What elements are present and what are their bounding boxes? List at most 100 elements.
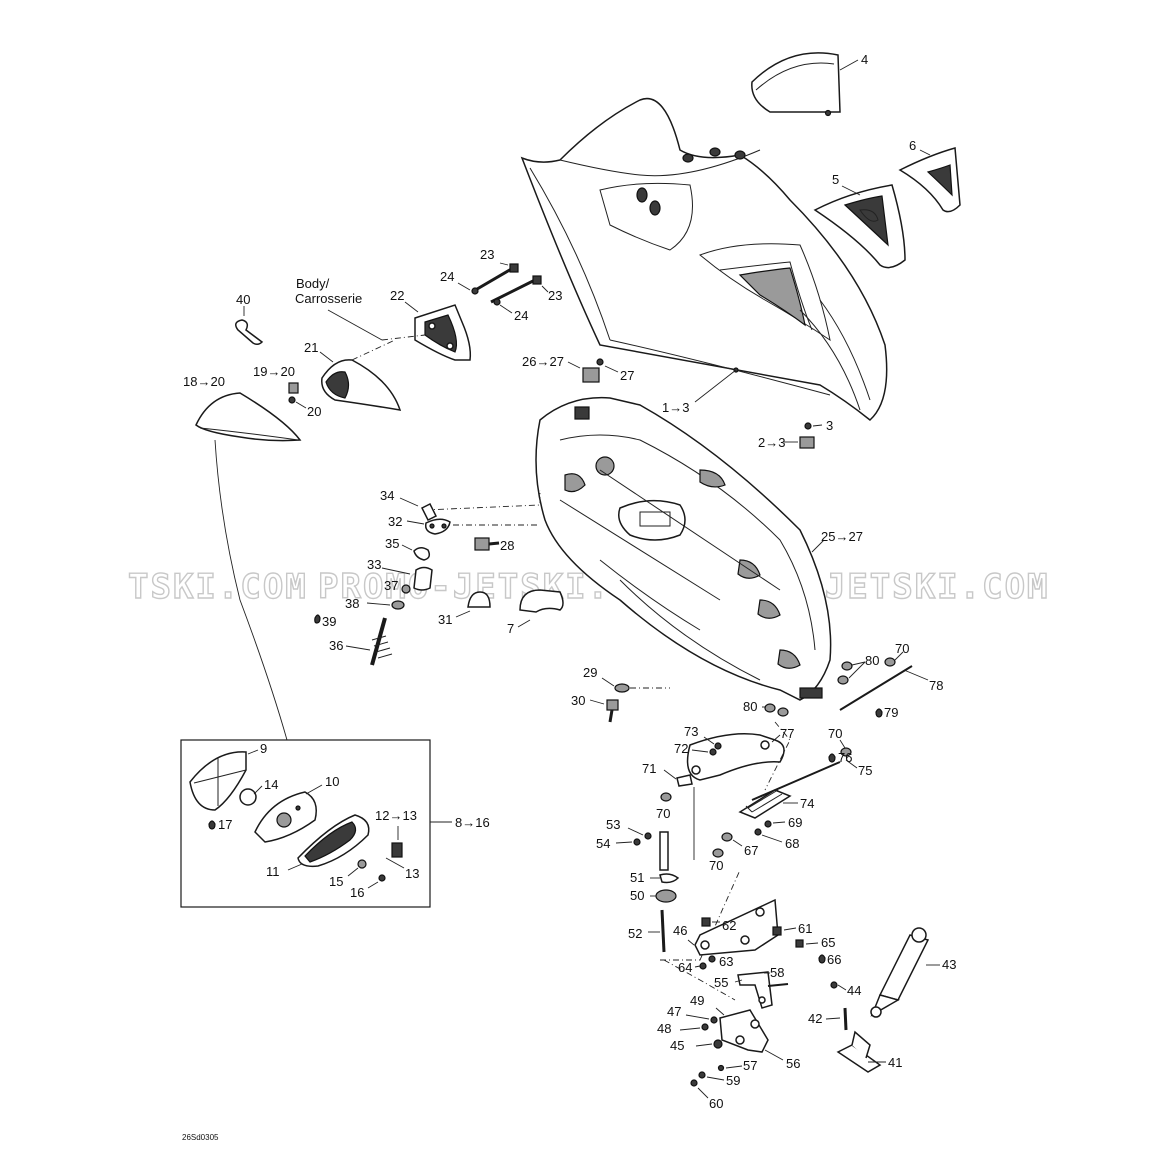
callout-70b: 70	[656, 806, 670, 821]
callout-61: 61	[798, 921, 812, 936]
storage-frame-25: 25→27	[535, 396, 863, 701]
callout-70c: 70	[828, 726, 842, 741]
body-label-line-2: Carrosserie	[295, 291, 362, 306]
callout-3: 3	[826, 418, 833, 433]
callout-35: 35	[385, 536, 399, 551]
callout-18-20: 18→20	[183, 374, 225, 389]
callout-41: 41	[888, 1055, 902, 1070]
callout-69: 69	[788, 815, 802, 830]
callout-80a: 80	[865, 653, 879, 668]
callout-21: 21	[304, 340, 318, 355]
callout-39: 39	[322, 614, 336, 629]
callout-70a: 70	[895, 641, 909, 656]
callout-37: 37	[384, 578, 398, 593]
callout-66: 66	[827, 952, 841, 967]
callout-51: 51	[630, 870, 644, 885]
callout-58: 58	[770, 965, 784, 980]
lower-bracket: 49 47 48 45 56 57 59 60	[657, 993, 800, 1111]
gas-spring: 43 44 42 41	[808, 927, 956, 1073]
body-label-line-1: Body/	[296, 276, 330, 291]
callout-2-3: 2→3	[758, 435, 785, 450]
callout-6: 6	[909, 138, 916, 153]
hinge-hardware: 70 78 80 80 79 77 73 72 71 70 70	[642, 641, 943, 873]
callout-33: 33	[367, 557, 381, 572]
callout-20: 20	[307, 404, 321, 419]
callout-42: 42	[808, 1011, 822, 1026]
callout-24a: 24	[440, 269, 454, 284]
callout-27: 27	[620, 368, 634, 383]
callout-67: 67	[744, 843, 758, 858]
clip-26-27: 26→27 27	[522, 354, 634, 383]
mirror-assembly-inset: 8→16 9 14 17 10 11 12→13 13 15 16	[180, 739, 490, 908]
callout-50: 50	[630, 888, 644, 903]
callout-8-16: 8→16	[455, 815, 490, 830]
callout-74: 74	[800, 796, 814, 811]
callout-11: 11	[266, 864, 280, 879]
callout-65: 65	[821, 935, 835, 950]
windshield-part: 4	[751, 52, 868, 117]
callout-57: 57	[743, 1058, 757, 1073]
callout-43: 43	[942, 957, 956, 972]
callout-14: 14	[264, 777, 278, 792]
clip-19-20: 19→20 20	[253, 364, 321, 419]
callout-30: 30	[571, 693, 585, 708]
callout-13: 13	[405, 866, 419, 881]
callout-1-3: 1→3	[662, 400, 689, 415]
callout-22: 22	[390, 288, 404, 303]
callout-59: 59	[726, 1073, 740, 1088]
callout-78: 78	[929, 678, 943, 693]
washer-bolt-29-30: 29 30	[571, 665, 670, 723]
callout-36: 36	[329, 638, 343, 653]
callout-28: 28	[500, 538, 514, 553]
trim-part-6: 6	[898, 138, 961, 213]
callout-23b: 23	[548, 288, 562, 303]
mirror-base-21: 21	[304, 339, 402, 411]
callout-64: 64	[678, 960, 692, 975]
watermark-text-1: TSKI.COM	[128, 567, 308, 607]
nut-clip-3: 3 2→3	[758, 418, 833, 450]
callout-52: 52	[628, 926, 642, 941]
bolts-23-24: 23 23 24 24	[440, 247, 562, 323]
callout-40: 40	[236, 292, 250, 307]
body-part: 1→3	[520, 97, 888, 421]
callout-76: 76	[838, 750, 852, 765]
callout-12-13: 12→13	[375, 808, 417, 823]
callout-26-27: 26→27	[522, 354, 564, 369]
callout-70d: 70	[709, 858, 723, 873]
callout-49: 49	[690, 993, 704, 1008]
callout-45: 45	[670, 1038, 684, 1053]
callout-9: 9	[260, 741, 267, 756]
callout-71: 71	[642, 761, 656, 776]
callout-56: 56	[786, 1056, 800, 1071]
mirror-cover-18: 18→20	[183, 374, 302, 741]
callout-17: 17	[218, 817, 232, 832]
callout-31: 31	[438, 612, 452, 627]
callout-29: 29	[583, 665, 597, 680]
callout-73: 73	[684, 724, 698, 739]
callout-80b: 80	[743, 699, 757, 714]
callout-4: 4	[861, 52, 868, 67]
callout-46: 46	[673, 923, 687, 938]
callout-68: 68	[785, 836, 799, 851]
callout-55: 55	[714, 975, 728, 990]
callout-19-20: 19→20	[253, 364, 295, 379]
callout-63: 63	[719, 954, 733, 969]
callout-15: 15	[329, 874, 343, 889]
cable-tie-40: 40	[235, 292, 264, 346]
callout-32: 32	[388, 514, 402, 529]
callout-53: 53	[606, 817, 620, 832]
callout-10: 10	[325, 774, 339, 789]
body-reference: Body/ Carrosserie	[295, 276, 426, 341]
callout-38: 38	[345, 596, 359, 611]
callout-5: 5	[832, 172, 839, 187]
callout-72: 72	[674, 741, 688, 756]
callout-16: 16	[350, 885, 364, 900]
callout-47: 47	[667, 1004, 681, 1019]
callout-25-27: 25→27	[821, 529, 863, 544]
latch-parts: 34 32 35 28 33 37 38 39 36 31 7	[314, 488, 564, 666]
callout-34: 34	[380, 488, 394, 503]
drawing-code: 26Sd0305	[182, 1133, 219, 1142]
callout-75: 75	[858, 763, 872, 778]
callout-79: 79	[884, 705, 898, 720]
